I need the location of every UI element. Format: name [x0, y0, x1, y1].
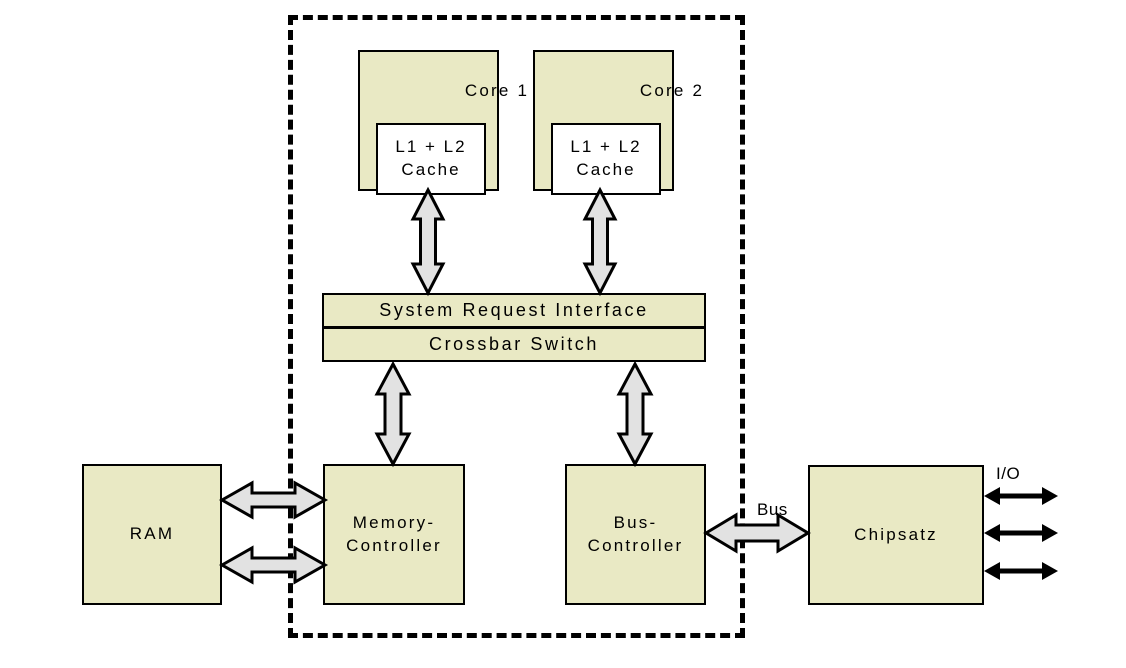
- bus-controller-box[interactable]: Bus- Controller: [565, 464, 706, 605]
- io-label: I/O: [996, 464, 1021, 483]
- io-arrow-3: [984, 562, 1058, 580]
- bus-label: Bus: [757, 500, 788, 519]
- core-1-cache-line-2: Cache: [401, 160, 461, 179]
- bus-controller-label-line-1: Bus-: [613, 512, 658, 532]
- ram-label: RAM: [129, 524, 175, 544]
- bus-controller-label-line-2: Controller: [587, 535, 684, 555]
- core-1-label: Core 1: [464, 81, 530, 100]
- system-request-interface-label: System Request Interface: [379, 300, 649, 320]
- chipset-label: Chipsatz: [854, 524, 938, 544]
- chipset-box[interactable]: Chipsatz: [808, 465, 984, 605]
- ram-box[interactable]: RAM: [82, 464, 222, 605]
- memory-controller-box[interactable]: Memory- Controller: [323, 464, 465, 605]
- io-arrow-1: [984, 487, 1058, 505]
- memory-controller-label-line-2: Controller: [346, 535, 442, 555]
- core-1-cache-box[interactable]: L1 + L2 Cache: [376, 123, 486, 195]
- core-2-box[interactable]: Core 2 L1 + L2 Cache: [533, 50, 702, 195]
- core-2-cache-line-2: Cache: [576, 160, 636, 179]
- core-2-label: Core 2: [639, 81, 705, 100]
- core-1-cache-line-1: L1 + L2: [395, 137, 467, 157]
- cpu-package-boundary: [288, 15, 745, 638]
- memory-controller-label-line-1: Memory-: [352, 512, 436, 532]
- crossbar-switch-label: Crossbar Switch: [428, 334, 600, 354]
- core-2-cache-box[interactable]: L1 + L2 Cache: [551, 123, 661, 195]
- core-2-cache-line-1: L1 + L2: [570, 137, 642, 157]
- crossbar-switch-bar[interactable]: Crossbar Switch: [322, 327, 706, 362]
- system-request-interface-bar[interactable]: System Request Interface: [322, 293, 706, 328]
- io-arrow-2: [984, 524, 1058, 542]
- core-1-box[interactable]: Core 1 L1 + L2 Cache: [358, 50, 527, 195]
